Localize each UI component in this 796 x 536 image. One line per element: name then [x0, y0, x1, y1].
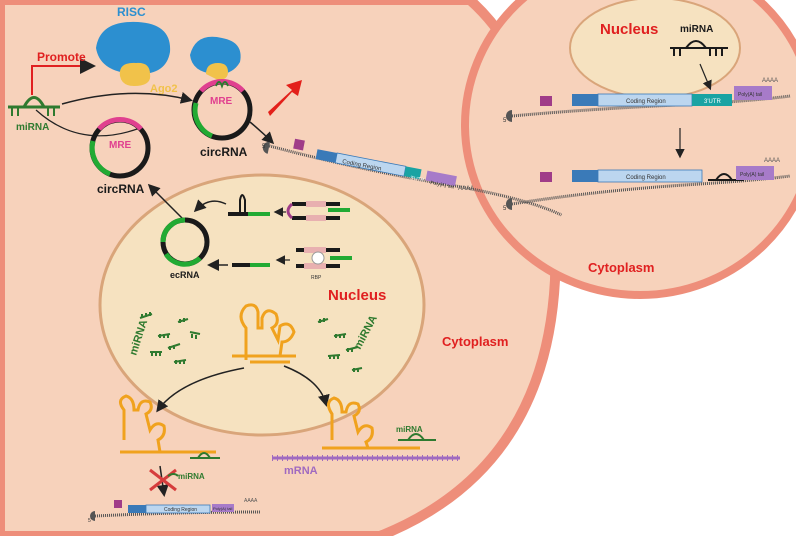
circrna-top-label: circRNA: [200, 145, 248, 159]
mrna-strip-top-five: 5': [262, 144, 266, 150]
circ-to-mrna-arrow: [249, 121, 275, 145]
mre-left-label: MRE: [109, 140, 132, 151]
right-strip-1-coding: Coding Region: [626, 99, 666, 105]
mirna-right-icon: [670, 40, 728, 56]
mrna-strip-top: [262, 138, 563, 217]
mirna-bound-bottom-left: [190, 452, 220, 459]
risc-complex: [96, 21, 171, 86]
center-to-right-arrow: [283, 365, 330, 407]
circrna-top: [190, 36, 253, 141]
right-mrna-strip-1: [506, 86, 791, 122]
right-strip-1-utr: 3'UTR: [704, 99, 721, 105]
mirna-cluster-right: [317, 318, 363, 372]
rbp-label: RBP: [311, 275, 322, 281]
right-strip-1-five: 5': [503, 118, 507, 124]
lariat-to-ecrna-arrow: [193, 199, 227, 213]
mrna-strip-bottom-aaaa: AAAA: [244, 498, 258, 504]
pri-mirna-center: [232, 303, 296, 364]
right-strip-2-coding: Coding Region: [626, 175, 666, 181]
nucleus-right-label: Nucleus: [600, 21, 658, 38]
right-strip-1-aaaa: AAAA: [762, 78, 778, 84]
circrna-left-label: circRNA: [97, 182, 145, 196]
translation-block: [149, 465, 179, 497]
mirna-right-label: miRNA: [680, 24, 713, 35]
risc-label: RISC: [117, 5, 146, 19]
promote-arrow: [31, 58, 96, 95]
mirna-top-icon: [8, 96, 60, 116]
right-strip-1-polya: Poly(A) tail: [738, 92, 762, 98]
mrna-strip-top-aaaa: AAAA: [458, 186, 474, 192]
left-nucleus: [98, 173, 426, 437]
mrna-label: mRNA: [284, 465, 318, 477]
mrna-strip-top-utr: 3'UTR: [410, 175, 425, 184]
mre-top-label: MRE: [210, 96, 233, 107]
right-cell: [461, 0, 796, 299]
nucleus-left-label: Nucleus: [328, 287, 386, 304]
precursor-1: [286, 201, 350, 221]
mirna-loop-arrow: [35, 109, 141, 137]
lariat-intermediate: [228, 194, 270, 216]
mirna-bottom-left-label: miRNA: [178, 472, 205, 481]
mirna-cluster-left: [139, 312, 201, 364]
mrna-strip-top-polya: Poly(A) tail: [430, 180, 455, 191]
mirna-to-circ-arrow: [61, 91, 193, 105]
mrna-strip-bottom-coding: Coding Region: [164, 507, 197, 513]
upregulate-arrow: [268, 80, 302, 116]
right-strip-2-aaaa: AAAA: [764, 158, 780, 164]
cytoplasm-left-label: Cytoplasm: [442, 334, 508, 349]
pri-mirna-bottom-right: [322, 396, 420, 450]
mrna-strip-bottom-polya: Poly(A) tail: [213, 506, 232, 511]
mirna-right-arrow: [699, 63, 712, 91]
mirna-top-label: miRNA: [16, 122, 49, 133]
circrna-left: [89, 117, 151, 179]
right-strip-2-polya: Poly(A) tail: [740, 172, 764, 178]
ago2-label: Ago2: [150, 83, 178, 95]
right-strip-2-five: 5': [503, 206, 507, 212]
nucleus-export-arrow: [147, 183, 187, 223]
mirna-bound-bottom-right: [398, 433, 436, 441]
pri-mirna-bottom-left: [119, 394, 216, 454]
mrna-strip-bottom-five: 5': [88, 518, 92, 524]
ecrna-label: ecRNA: [170, 270, 200, 280]
center-to-left-arrow: [156, 367, 245, 413]
promote-label: Promote: [37, 50, 86, 64]
mirna-bottom-right-label: miRNA: [396, 425, 423, 434]
ecrna: [160, 217, 210, 267]
ago2-shape: [119, 62, 151, 86]
mrna-strip-bottom: [90, 500, 261, 521]
precursor-2: [296, 247, 352, 269]
right-mrna-strip-2: [506, 166, 791, 210]
cytoplasm-right-label: Cytoplasm: [588, 260, 654, 275]
